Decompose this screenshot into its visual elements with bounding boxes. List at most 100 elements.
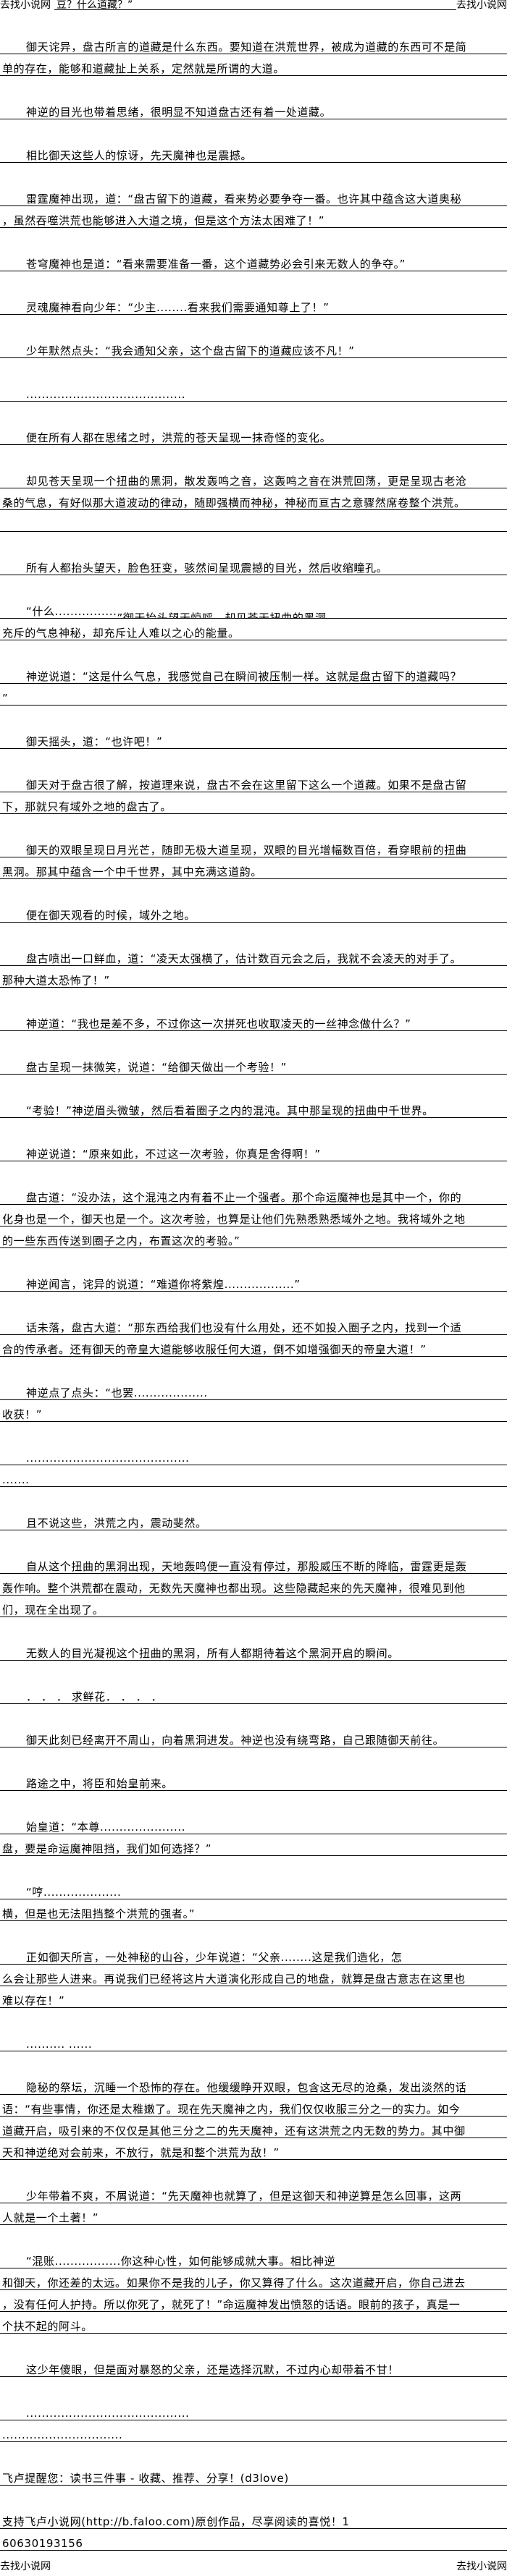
line-text: 神逆说道：“原来如此，不过这一次考验，你真是舍得啊！” [26,1148,321,1161]
text-line: ....... [0,1465,507,1487]
text-line: 神逆闻言，诧异的说道：“难道你将紫煌..................” [0,1270,507,1292]
line-text: 始皇道：“本尊...................... [26,1821,186,1834]
paragraph: 无数人的目光凝视这个扭曲的黑洞，所有人都期待着这个黑洞开启的瞬间。 [0,1639,507,1661]
paragraph: 神逆的目光也带着思绪，很明显不知道盘古还有着一处道藏。 [0,98,507,119]
text-line: 盘，要是命运魔神阻挡，我们如何选择？” [0,1834,507,1856]
site-brand-left[interactable]: 去找小说网 [0,0,51,11]
line-text: 神逆的目光也带着思绪，很明显不知道盘古还有着一处道藏。 [26,106,332,119]
text-line: 御天此刻已经离开不周山，向着黑洞进发。神逆也没有绕弯路，自己跟随御天前往。 [0,1726,507,1747]
text-line: “什么................”御天抬头望天惊呼，却见苍天扭曲的黑洞 [0,597,507,619]
text-line: ． ． ． 求鲜花． ． ． ． [0,1682,507,1704]
text-line: 和御天，你还差的太远。如果你不是我的儿子，你又算得了什么。这次道藏开启，你自己进… [0,2268,507,2290]
text-line: 个扶不起的阿斗。 [0,2312,507,2334]
text-line: 横，但是也无法阻挡整个洪荒的强者。” [0,1899,507,1921]
text-line: 神逆说道：“原来如此，不过这一次考验，你真是舍得啊！” [0,1140,507,1161]
text-line: ，虽然吞噬洪荒也能够进入大道之境，但是这个方法太困难了！” [0,206,507,228]
line-text: 充斥的气息神秘，却充斥让人难以之心的能量。 [2,627,240,640]
paragraph: 少年默然点头：“我会通知父亲，这个盘古留下的道藏应该不凡！” [0,336,507,358]
text-line: 道藏开启，吸引来的不仅仅是其他三分之二的先天魔神，还有这洪荒之内无数的势力。其中… [0,2117,507,2138]
text-line: 神逆道：“我也是差不多，不过你这一次拼死也收取凌天的一丝神念做什么？” [0,1009,507,1031]
footer-brand-left[interactable]: 去找小说网 [0,2561,51,2572]
line-text: ....... [2,1473,30,1486]
text-line: 相比御天这些人的惊讶，先天魔神也是震撼。 [0,141,507,163]
text-line: 么会让那些人进来。再说我们已经将这片大道演化形成自己的地盘，就算是盘古意志在这里… [0,1965,507,1986]
line-text: ........................................… [26,2407,190,2420]
paragraph: 盘古道：“没办法，这个混沌之内有着不止一个强者。那个命运魔神也是其中一个，你的化… [0,1183,507,1248]
text-line: 充斥的气息神秘，却充斥让人难以之心的能量。 [0,619,507,640]
line-text: 语：“有些事情，你还是太稚嫩了。现在先天魔神之内，我们仅仅收服三分之一的实力。如… [2,2103,461,2116]
line-text: ． ． ． 求鲜花． ． ． ． [26,1690,163,1703]
paragraph: 便在所有人都在思绪之时，洪荒的苍天呈现一抹奇怪的变化。 [0,423,507,445]
text-line: 黑洞。那其中蕴含一个中千世界，其中充满这道韵。 [0,857,507,879]
paragraph: 神逆说道：“原来如此，不过这一次考验，你真是舍得啊！” [0,1140,507,1161]
paragraph: 便在御天观看的时候，域外之地。 [0,901,507,923]
line-text: 便在御天观看的时候，域外之地。 [26,909,196,922]
line-text: 御天诧异，盘古所言的道藏是什么东西。要知道在洪荒世界，被成为道藏的东西可不是简 [26,41,467,54]
line-text: ，没有任何人护持。所以你死了，就死了！”命运魔神发出愤怒的话语。眼前的孩子，真是… [2,2298,461,2311]
text-line: 神逆的目光也带着思绪，很明显不知道盘古还有着一处道藏。 [0,98,507,119]
line-text: 天和神逆绝对会前来，不放行，就是和整个洪荒为敌！” [2,2146,280,2159]
paragraph: “考验！”神逆眉头微皱，然后看着圈子之内的混沌。其中那呈现的扭曲中千世界。 [0,1096,507,1118]
text-line: 话未落，盘古大道：“那东西给我们也没有什么用处，还不如投入圈子之内，找到一个适 [0,1313,507,1335]
line-text: 黑洞。那其中蕴含一个中千世界，其中充满这道韵。 [2,865,262,878]
paragraph: 灵魂魔神看向少年：“少主........看来我们需要通知尊上了！” [0,293,507,315]
line-text: “什么................ [26,605,117,618]
paragraph: ． ． ． 求鲜花． ． ． ． [0,1682,507,1704]
line-text: 且不说这些，洪荒之内，震动斐然。 [26,1517,207,1530]
paragraph: 自从这个扭曲的黑洞出现，天地轰鸣便一直没有停过，那股威压不断的降临，雷霆更是轰轰… [0,1552,507,1617]
text-line: 飞卢提醒您：读书三件事 - 收藏、推荐、分享！(d3love) [0,2464,507,2486]
text-line: ，没有任何人护持。所以你死了，就死了！”命运魔神发出愤怒的话语。眼前的孩子，真是… [0,2290,507,2312]
text-line: 便在御天观看的时候，域外之地。 [0,901,507,923]
text-line: 们，现在全出现了。 [0,1596,507,1617]
clipped-line-text: ”御天抬头望天惊呼，却见苍天扭曲的黑洞 [117,612,326,618]
paragraph: 盘古喷出一口鲜血，道：“凌天太强横了，估计数百元会之后，我就不会凌天的对手了。那… [0,944,507,988]
text-line: “混账.................你这种心性，如何能够成就大事。相比神逆 [0,2247,507,2268]
chapter-body: 御天诧异，盘古所言的道藏是什么东西。要知道在洪荒世界，被成为道藏的东西可不是简单… [0,11,507,2551]
line-text: 么会让那些人进来。再说我们已经将这片大道演化形成自己的地盘，就算是盘古意志在这里… [2,1973,466,1986]
text-line: 支持飞卢小说网(http://b.faloo.com)原创作品，尽享阅读的喜悦！… [0,2507,507,2529]
paragraph: 御天诧异，盘古所言的道藏是什么东西。要知道在洪荒世界，被成为道藏的东西可不是简单… [0,33,507,76]
paragraph: 雷霆魔神出现，道：“盘古留下的道藏，看来势必要争夺一番。也许其中蕴含这大道奥秘，… [0,185,507,228]
site-brand-right[interactable]: 去找小说网 [456,0,507,11]
text-line: “哼.................... [0,1878,507,1899]
text-line: ........................................… [0,1444,507,1465]
paragraph: 却见苍天呈现一个扭曲的黑洞，散发轰鸣之音，这轰鸣之音在洪荒回荡，更是呈现古老沧桑… [0,467,507,532]
line-text: 御天摇头，道：“也许吧！” [26,735,163,748]
text-line: 人就是一个土著！” [0,2203,507,2225]
line-text: 那种大道太恐怖了！” [2,974,110,987]
paragraph: 飞卢提醒您：读书三件事 - 收藏、推荐、分享！(d3love) [0,2464,507,2486]
text-line: 语：“有些事情，你还是太稚嫩了。现在先天魔神之内，我们仅仅收服三分之一的实力。如… [0,2095,507,2117]
text-line: 天和神逆绝对会前来，不放行，就是和整个洪荒为敌！” [0,2138,507,2160]
line-text: 下，那就只有域外之地的盘古了。 [2,800,172,813]
text-line: 却见苍天呈现一个扭曲的黑洞，散发轰鸣之音，这轰鸣之音在洪荒回荡，更是呈现古老沧 [0,467,507,488]
line-text: 支持飞卢小说网(http://b.faloo.com)原创作品，尽享阅读的喜悦！… [2,2515,350,2528]
text-line: 苍穹魔神也是道：“看来需要准备一番，这个道藏势必会引来无数人的争夺。” [0,250,507,271]
line-text: 相比御天这些人的惊讶，先天魔神也是震撼。 [26,149,253,162]
text-line: 御天诧异，盘古所言的道藏是什么东西。要知道在洪荒世界，被成为道藏的东西可不是简 [0,33,507,54]
line-text: 神逆闻言，诧异的说道：“难道你将紫煌..................” [26,1278,301,1291]
text-line: 路途之中，将臣和始皇前来。 [0,1769,507,1791]
text-line: 收获！” [0,1400,507,1422]
footer-brand-right[interactable]: 去找小说网 [456,2561,507,2572]
text-line: 神逆说道：“这是什么气息，我感觉自己在瞬间被压制一样。这就是盘古留下的道藏吗？ [0,662,507,684]
paragraph: ........................................… [0,2399,507,2442]
paragraph: 御天对于盘古很了解，按道理来说，盘古不会在这里留下这么一个道藏。如果不是盘古留下… [0,771,507,814]
paragraph: 苍穹魔神也是道：“看来需要准备一番，这个道藏势必会引来无数人的争夺。” [0,250,507,271]
text-line: 单的存在，能够和道藏扯上关系，定然就是所谓的大道。 [0,54,507,76]
text-line: 桑的气息，有好似那大道波动的律动，随即强横而神秘，神秘而亘古之意骤然席卷整个洪荒… [0,488,507,510]
page-footer: 去找小说网 去找小说网 [0,2562,507,2575]
line-text: 合的传承者。还有御天的帝皇大道能够收服任何大道，倒不如增强御天的帝皇大道！” [2,1343,427,1356]
line-text: 自从这个扭曲的黑洞出现，天地轰鸣便一直没有停过，那股威压不断的降临，雷霆更是轰 [26,1560,467,1573]
line-text: 神逆道：“我也是差不多，不过你这一次拼死也收取凌天的一丝神念做什么？” [26,1017,411,1030]
line-text: 飞卢提醒您：读书三件事 - 收藏、推荐、分享！(d3love) [2,2472,289,2485]
text-line: 灵魂魔神看向少年：“少主........看来我们需要通知尊上了！” [0,293,507,315]
paragraph: 正如御天所言，一处神秘的山谷，少年说道：“父亲........这是我们造化，怎么… [0,1943,507,2008]
line-text: 便在所有人都在思绪之时，洪荒的苍天呈现一抹奇怪的变化。 [26,431,332,444]
line-text: 御天的双眼呈现日月光芒，随即无极大道呈现，双眼的目光增幅数百倍，看穿眼前的扭曲 [26,844,467,857]
line-text: 少年带着不爽，不屑说道：“先天魔神也就算了，但是这御天和神逆算是怎么回事，这两 [26,2190,462,2203]
text-line: 且不说这些，洪荒之内，震动斐然。 [0,1509,507,1530]
text-line: 御天摇头，道：“也许吧！” [0,727,507,749]
text-line: 无数人的目光凝视这个扭曲的黑洞，所有人都期待着这个黑洞开启的瞬间。 [0,1639,507,1661]
paragraph: 始皇道：“本尊......................盘，要是命运魔神阻挡，… [0,1813,507,1856]
line-text: ............................... [2,2428,123,2441]
